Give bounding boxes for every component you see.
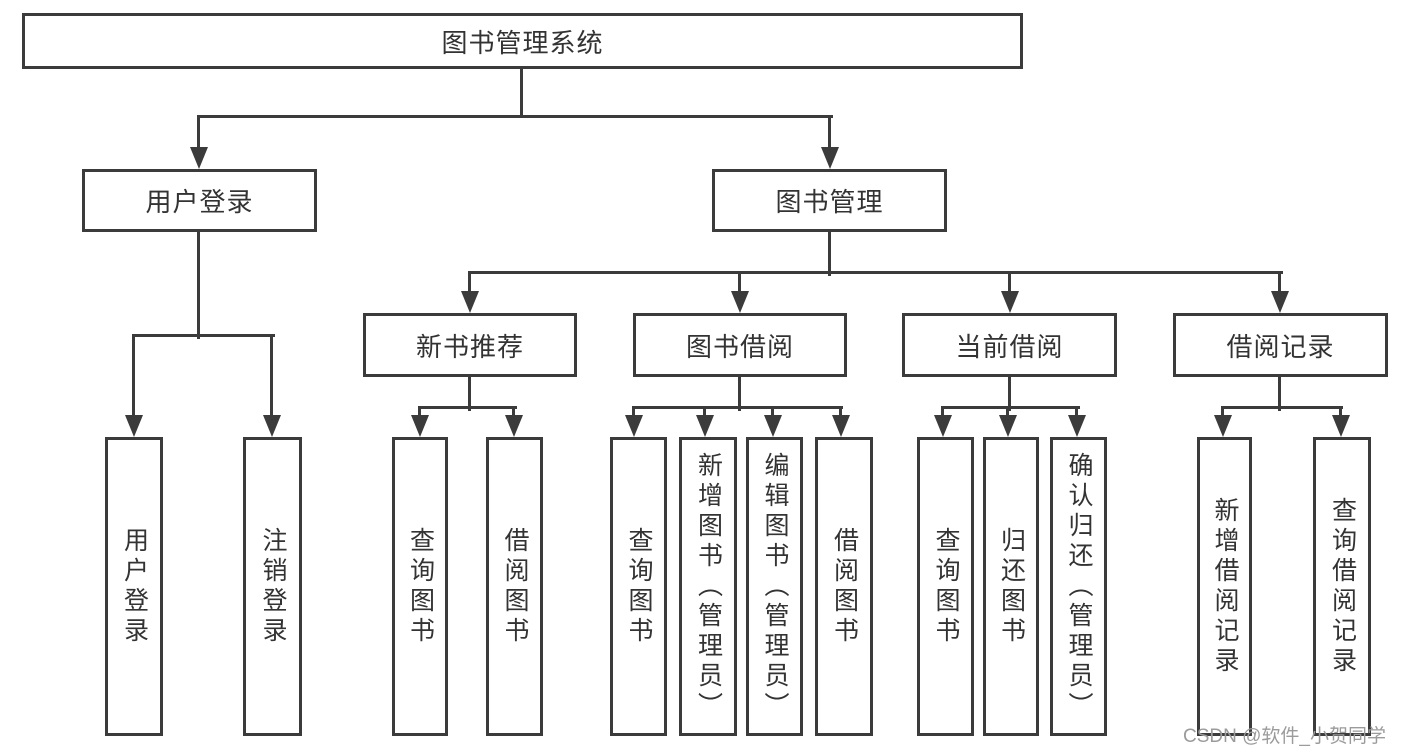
connector-line [828, 115, 831, 150]
connector-line [1008, 271, 1011, 295]
leaf-nb-borrow-books: 借阅图书 [486, 437, 543, 736]
arrowhead-icon [731, 291, 749, 313]
watermark: CSDN @软件_小贺同学 [1183, 726, 1386, 747]
arrowhead-icon [1001, 291, 1019, 313]
node-new-book-recommend: 新书推荐 [363, 313, 577, 377]
node-borrow-records: 借阅记录 [1173, 313, 1388, 377]
arrowhead-icon [190, 147, 208, 169]
connector-line [418, 406, 517, 409]
connector-line [941, 406, 1080, 409]
connector-line [468, 377, 471, 411]
connector-line [941, 406, 944, 419]
connector-line [771, 406, 774, 419]
connector-line [468, 271, 471, 295]
node-user-login: 用户登录 [82, 169, 317, 232]
connector-line [1008, 377, 1011, 411]
leaf-br-query-borrow-record: 查询借阅记录 [1313, 437, 1371, 736]
connector-line [839, 406, 842, 419]
arrowhead-icon [505, 415, 523, 437]
connector-line [828, 232, 831, 276]
arrowhead-icon [625, 415, 643, 437]
connector-line [738, 377, 741, 411]
connector-line [632, 406, 843, 409]
connector-line [1278, 271, 1281, 295]
leaf-cb-query-books: 查询图书 [917, 437, 974, 736]
arrowhead-icon [1214, 415, 1232, 437]
connector-line [520, 69, 523, 118]
connector-line [1221, 406, 1224, 419]
arrowhead-icon [934, 415, 952, 437]
arrowhead-icon [411, 415, 429, 437]
connector-line [512, 406, 515, 419]
connector-line [1006, 406, 1009, 419]
node-current-borrow: 当前借阅 [902, 313, 1117, 377]
connector-line [197, 115, 833, 118]
arrowhead-icon [764, 415, 782, 437]
connector-line [197, 115, 200, 150]
leaf-bb-add-books-admin: 新增图书（管理员） [679, 437, 737, 736]
arrowhead-icon [696, 415, 714, 437]
arrowhead-icon [1068, 415, 1086, 437]
leaf-logout: 注销登录 [243, 437, 302, 736]
connector-line [270, 334, 273, 419]
arrowhead-icon [832, 415, 850, 437]
arrowhead-icon [263, 415, 281, 437]
arrowhead-icon [125, 415, 143, 437]
connector-line [738, 271, 741, 295]
arrowhead-icon [461, 291, 479, 313]
connector-line [632, 406, 635, 419]
arrowhead-icon [1271, 291, 1289, 313]
node-root: 图书管理系统 [22, 13, 1023, 69]
leaf-cb-return-books: 归还图书 [983, 437, 1039, 736]
node-book-borrow: 图书借阅 [633, 313, 847, 377]
arrowhead-icon [1332, 415, 1350, 437]
connector-line [1278, 377, 1281, 411]
leaf-bb-edit-books-admin: 编辑图书（管理员） [746, 437, 803, 736]
leaf-bb-query-books: 查询图书 [610, 437, 667, 736]
arrowhead-icon [999, 415, 1017, 437]
connector-line [1221, 406, 1343, 409]
connector-line [132, 334, 135, 419]
leaf-user-login: 用户登录 [105, 437, 163, 736]
leaf-bb-borrow-books: 借阅图书 [815, 437, 873, 736]
node-book-management: 图书管理 [712, 169, 947, 232]
connector-line [703, 406, 706, 419]
connector-line [468, 271, 1283, 274]
connector-line [1075, 406, 1078, 419]
connector-line [1339, 406, 1342, 419]
leaf-cb-confirm-return-admin: 确认归还（管理员） [1050, 437, 1107, 736]
leaf-br-add-borrow-record: 新增借阅记录 [1197, 437, 1252, 736]
arrowhead-icon [821, 147, 839, 169]
leaf-nb-query-books: 查询图书 [392, 437, 448, 736]
connector-line [132, 334, 275, 337]
connector-line [418, 406, 421, 419]
connector-line [197, 232, 200, 339]
